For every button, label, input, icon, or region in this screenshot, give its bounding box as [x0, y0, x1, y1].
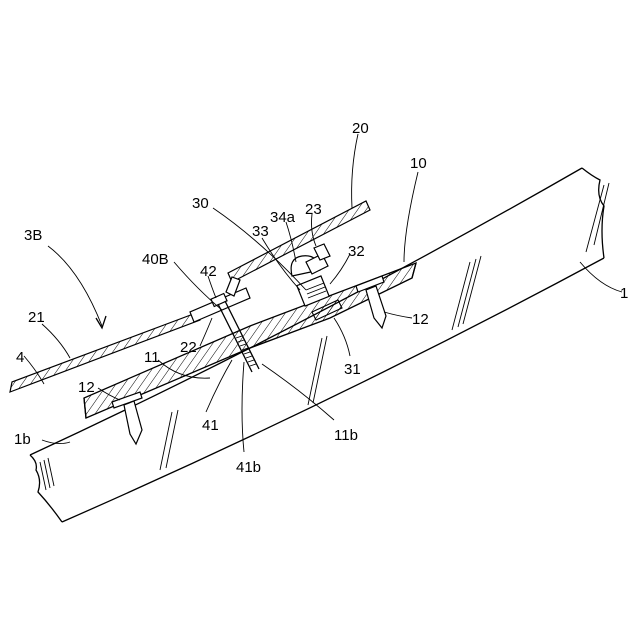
label-10: 10 — [410, 155, 427, 172]
label-40B: 40B — [142, 251, 169, 268]
label-33: 33 — [252, 223, 269, 240]
label-12-right: 12 — [412, 311, 429, 328]
label-41: 41 — [202, 417, 219, 434]
label-41b: 41b — [236, 459, 261, 476]
label-1b: 1b — [14, 431, 31, 448]
rivet-12-left — [112, 392, 142, 444]
label-1: 1 — [620, 285, 628, 302]
label-21: 21 — [28, 309, 45, 326]
label-34a: 34a — [270, 209, 296, 226]
label-4: 4 — [16, 349, 24, 366]
label-22: 22 — [180, 339, 197, 356]
label-30: 30 — [192, 195, 209, 212]
label-23: 23 — [305, 201, 322, 218]
label-3B: 3B — [24, 227, 42, 244]
label-20: 20 — [352, 120, 369, 137]
label-32: 32 — [348, 243, 365, 260]
label-42: 42 — [200, 263, 217, 280]
label-11b: 11b — [334, 427, 358, 444]
label-12-left: 12 — [78, 379, 95, 396]
label-31: 31 — [344, 361, 361, 378]
label-11: 11 — [144, 349, 160, 366]
